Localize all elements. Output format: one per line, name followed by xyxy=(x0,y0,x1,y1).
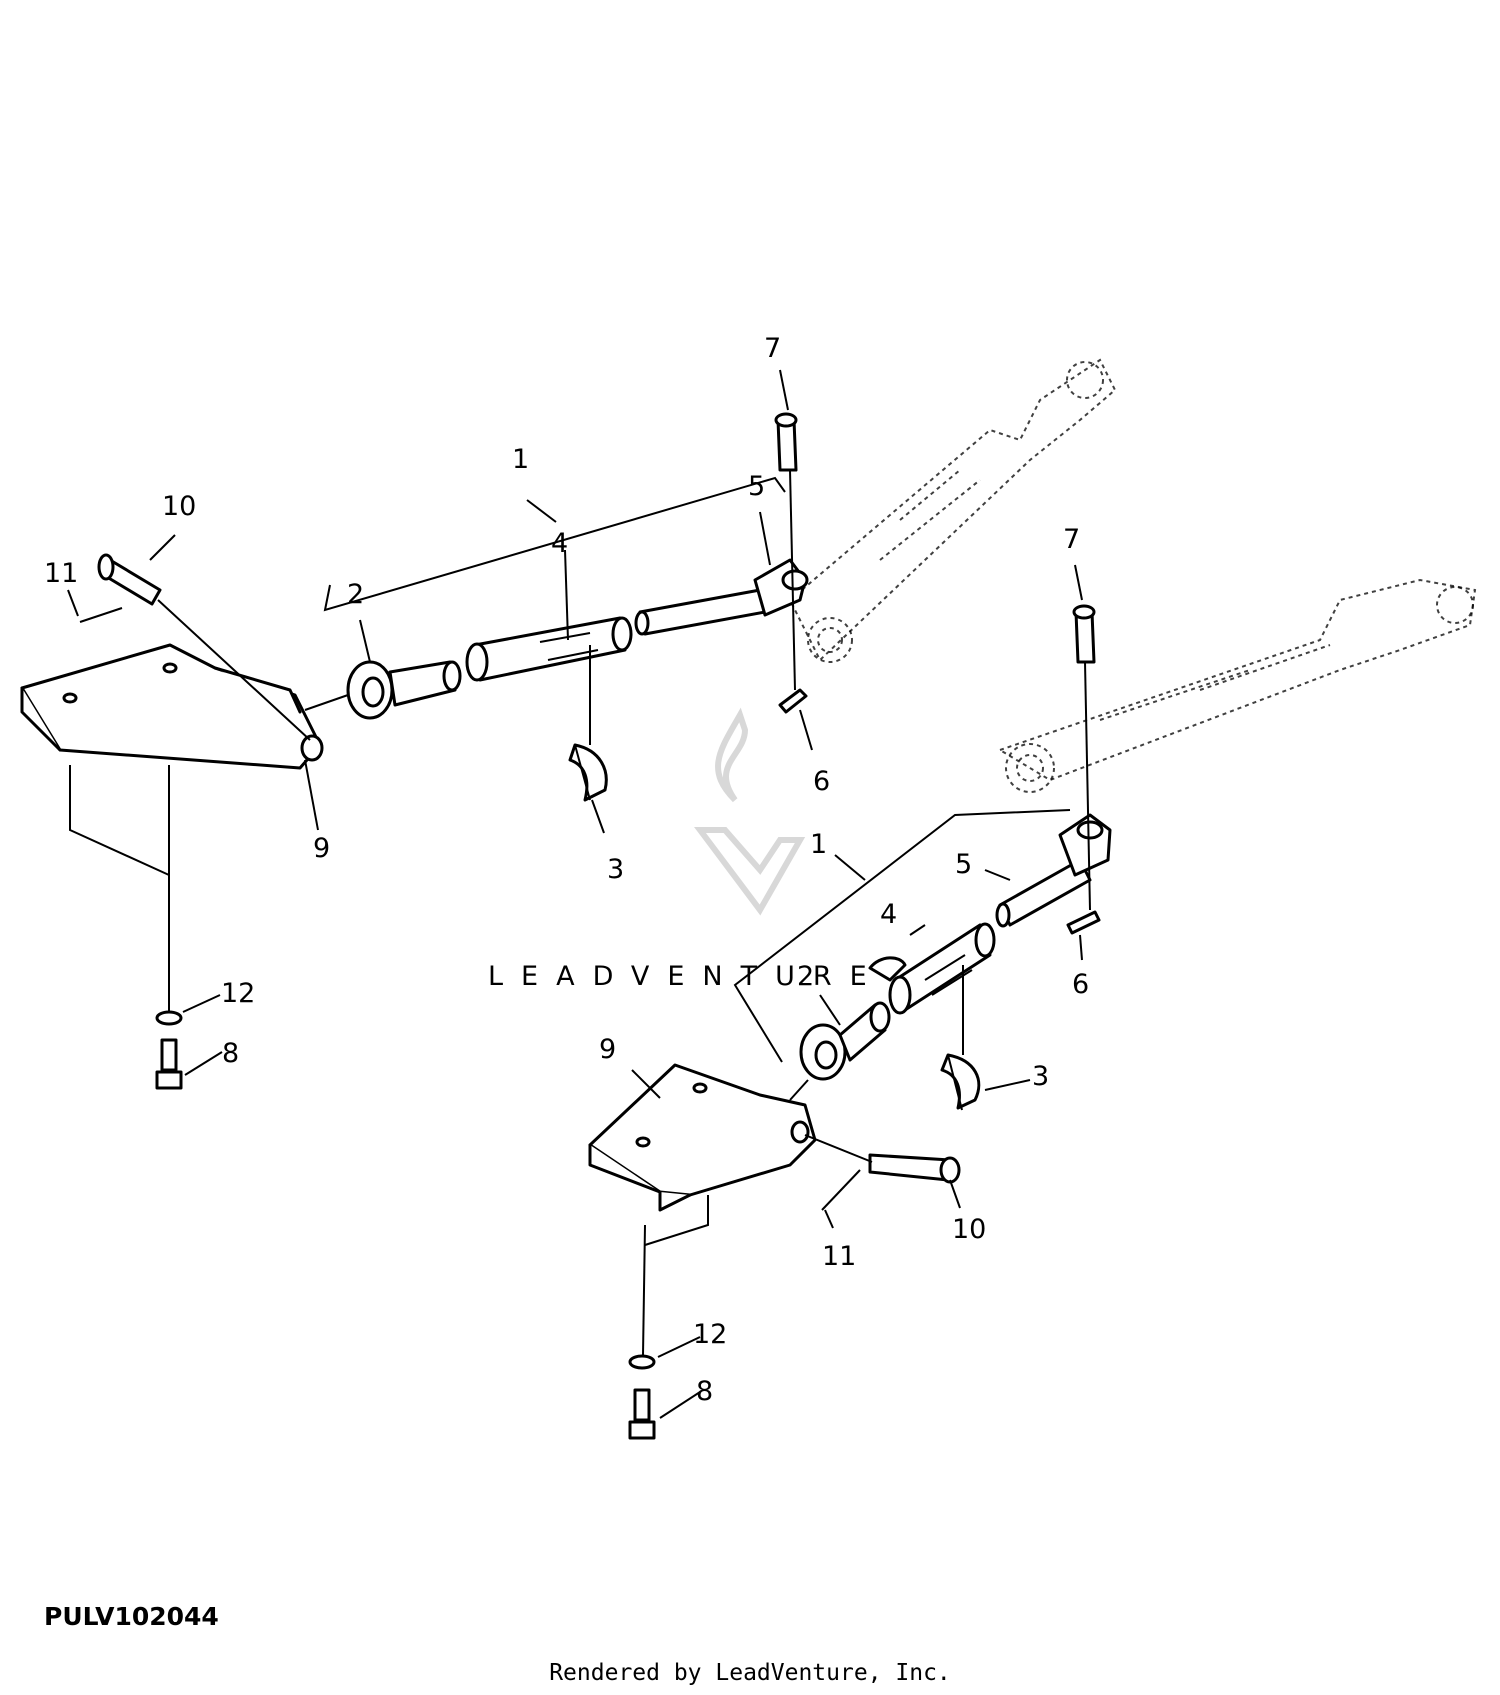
callout-right-3: 3 xyxy=(1032,1061,1049,1092)
left-threaded-rod xyxy=(634,558,809,636)
callout-right-10: 10 xyxy=(952,1214,986,1245)
left-ghost-link-arm xyxy=(788,358,1117,663)
right-assembly xyxy=(588,564,1477,1440)
right-washer xyxy=(628,1354,656,1370)
callout-left-2: 2 xyxy=(347,579,364,610)
left-lock-pin xyxy=(778,688,808,714)
left-adjuster-tube xyxy=(465,616,633,682)
right-top-pin xyxy=(1072,604,1096,664)
left-mounting-bracket xyxy=(20,643,324,770)
diagram-id-label: PULV102044 xyxy=(44,1602,219,1631)
right-bolt xyxy=(628,1388,656,1440)
callout-left-7: 7 xyxy=(764,333,781,364)
callout-right-5: 5 xyxy=(955,849,972,880)
callout-right-9: 9 xyxy=(599,1034,616,1065)
callout-left-5: 5 xyxy=(748,471,765,502)
left-assembly xyxy=(20,358,1117,1090)
left-clevis-pin xyxy=(97,553,162,606)
left-spring-clip xyxy=(79,607,123,623)
right-retaining-clip xyxy=(940,1053,981,1111)
watermark-text: LEADVENTURE xyxy=(488,961,885,992)
right-clevis-pin xyxy=(868,1153,961,1184)
left-retaining-clip xyxy=(568,743,608,802)
watermark-logo xyxy=(694,707,806,916)
callout-left-9: 9 xyxy=(313,833,330,864)
callout-right-12: 12 xyxy=(693,1319,727,1350)
callout-left-11: 11 xyxy=(44,558,78,589)
left-top-pin xyxy=(774,412,798,472)
right-threaded-rod xyxy=(995,813,1112,928)
left-washer xyxy=(155,1010,183,1026)
render-credit: Rendered by LeadVenture, Inc. xyxy=(549,1660,951,1686)
callout-left-3: 3 xyxy=(607,854,624,885)
left-bolt xyxy=(155,1038,183,1090)
right-mounting-bracket xyxy=(588,1063,817,1212)
callout-right-1: 1 xyxy=(810,829,827,860)
right-lock-pin xyxy=(1066,910,1101,935)
callout-left-6: 6 xyxy=(813,766,830,797)
callout-right-7: 7 xyxy=(1063,524,1080,555)
callout-left-1: 1 xyxy=(512,444,529,475)
right-spring-clip xyxy=(821,1169,861,1211)
callout-right-11: 11 xyxy=(822,1241,856,1272)
right-ball-joint xyxy=(799,1001,891,1081)
callout-right-4: 4 xyxy=(880,899,897,930)
right-adjuster-tube xyxy=(868,922,996,1015)
callout-left-8: 8 xyxy=(222,1038,239,1069)
callout-left-12: 12 xyxy=(221,978,255,1009)
callout-right-2: 2 xyxy=(797,961,814,992)
callout-left-10: 10 xyxy=(162,491,196,522)
callout-right-8: 8 xyxy=(696,1376,713,1407)
callout-left-4: 4 xyxy=(551,528,568,559)
callout-right-6: 6 xyxy=(1072,969,1089,1000)
left-ball-joint xyxy=(346,660,462,720)
right-ghost-link-arm xyxy=(997,578,1477,793)
